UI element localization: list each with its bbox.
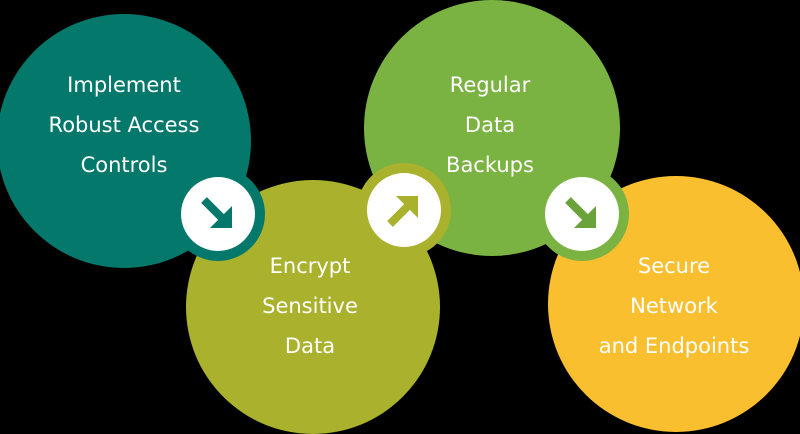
connector-3	[535, 167, 629, 261]
connector-2-disc	[367, 173, 441, 247]
connector-1	[171, 167, 265, 261]
step-label-secure-network: Secure Network and Endpoints	[598, 254, 750, 358]
step-label-encrypt-data: Encrypt Sensitive Data	[262, 254, 358, 358]
step-label-access-controls: Implement Robust Access Controls	[48, 73, 200, 177]
connector-2	[357, 163, 451, 257]
connector-1-disc	[181, 177, 255, 251]
arrow-down-right-icon	[201, 197, 232, 228]
arrow-up-right-icon	[387, 196, 418, 227]
connector-3-disc	[545, 177, 619, 251]
step-label-data-backups: Regular Data Backups	[446, 73, 534, 177]
arrow-down-right-icon	[565, 197, 596, 228]
